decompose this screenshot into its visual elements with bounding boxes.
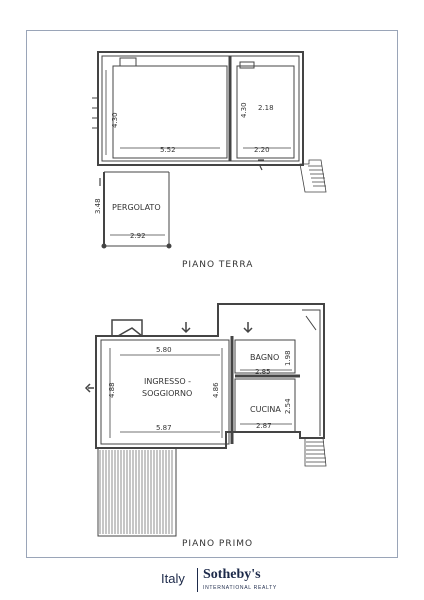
room-label-pergola: PERGOLATO bbox=[112, 203, 161, 212]
dim-bath-depth: 1.98 bbox=[284, 350, 292, 366]
first-floor-plan bbox=[84, 303, 327, 537]
room-label-living-1: INGRESSO - bbox=[144, 377, 191, 386]
room-label-living-2: SOGGIORNO bbox=[142, 389, 192, 398]
footer-subtitle: INTERNATIONAL REALTY bbox=[203, 585, 277, 591]
room-label-bath: BAGNO bbox=[250, 353, 279, 362]
ground-floor-plan bbox=[92, 51, 327, 249]
footer-divider bbox=[197, 568, 198, 592]
ground-floor-title: PIANO TERRA bbox=[182, 260, 253, 270]
dim-pergola-depth: 3.48 bbox=[94, 198, 102, 214]
drawing-frame bbox=[26, 30, 398, 558]
dim-living-top: 5.80 bbox=[156, 346, 172, 354]
floor-plan-drawing: 5.52 4.30 4.30 2.18 2.20 2.92 3.48 PERGO… bbox=[84, 51, 327, 549]
footer-brand-name: Sotheby's bbox=[203, 567, 261, 582]
footer-brand: Italy Sotheby's INTERNATIONAL REALTY bbox=[0, 566, 424, 600]
dim-kitchen-width: 2.87 bbox=[256, 422, 272, 430]
dim-pergola-width: 2.92 bbox=[130, 232, 146, 240]
dim-store-label: 2.18 bbox=[258, 104, 274, 112]
first-floor-title: PIANO PRIMO bbox=[182, 539, 253, 549]
dim-living-left: 4.88 bbox=[108, 382, 116, 398]
footer-country: Italy bbox=[161, 571, 185, 586]
dim-main-depth: 4.30 bbox=[111, 112, 119, 128]
dim-bath-width: 2.85 bbox=[255, 368, 271, 376]
dim-living-right: 4.86 bbox=[212, 382, 220, 398]
room-label-kitchen: CUCINA bbox=[250, 405, 281, 414]
dim-store-depth: 4.30 bbox=[240, 102, 248, 118]
dim-main-width: 5.52 bbox=[160, 146, 176, 154]
dim-store-width: 2.20 bbox=[254, 146, 270, 154]
dim-kitchen-depth: 2.54 bbox=[284, 398, 292, 414]
terrace-hatching bbox=[97, 447, 177, 537]
dim-living-bottom: 5.87 bbox=[156, 424, 172, 432]
